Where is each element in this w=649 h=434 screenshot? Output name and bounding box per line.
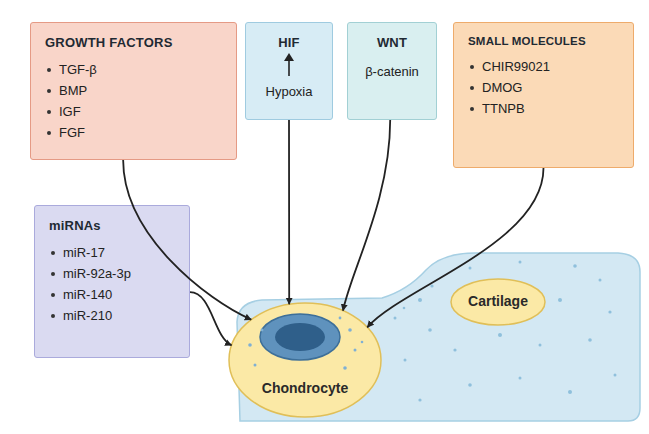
box-text: β-catenin xyxy=(348,64,436,79)
factor-box: WNT β-catenin xyxy=(347,22,437,120)
tissue-ellipse: Cartilage xyxy=(450,278,546,326)
bullet-item: IGF xyxy=(45,101,228,122)
bullet-item: FGF xyxy=(45,122,228,143)
item-text: TTNPB xyxy=(482,101,525,116)
bullet-item: miR-92a-3p xyxy=(49,263,181,284)
bullet-item: miR-210 xyxy=(49,305,181,326)
bullet-item: TTNPB xyxy=(468,98,625,119)
bullet-dot xyxy=(47,131,51,135)
box-title: SMALL MOLECULES xyxy=(468,35,625,47)
ellipse-shape xyxy=(229,303,381,417)
bullet-dot xyxy=(470,65,474,69)
box-text: Hypoxia xyxy=(246,84,332,99)
bullet-dot xyxy=(51,251,55,255)
node-label: Chondrocyte xyxy=(228,380,382,396)
bullet-item: CHIR99021 xyxy=(468,56,625,77)
bullet-item: TGF-β xyxy=(45,59,228,80)
box-title: WNT xyxy=(348,35,436,50)
nucleus xyxy=(260,314,340,360)
influence-arrow xyxy=(343,120,390,311)
ellipse-outline xyxy=(228,302,382,418)
factor-box: GROWTH FACTORS TGF-βBMP IGF FGF xyxy=(30,22,237,160)
bullet-item: miR-140 xyxy=(49,284,181,305)
bullet-dot xyxy=(51,293,55,297)
box-title: miRNAs xyxy=(49,218,181,233)
bullet-dot xyxy=(470,86,474,90)
bullet-dot xyxy=(47,89,51,93)
hypoxia-arrow xyxy=(284,53,294,76)
item-text: BMP xyxy=(59,83,87,98)
bullet-item: DMOG xyxy=(468,77,625,98)
bullet-dot xyxy=(47,68,51,72)
bullet-dot xyxy=(51,272,55,276)
bullet-dot xyxy=(51,314,55,318)
factor-box: SMALL MOLECULES CHIR99021DMOG TTNPB xyxy=(453,22,634,168)
item-text: TGF-β xyxy=(59,62,97,77)
bullet-dot xyxy=(47,110,51,114)
item-text: miR-210 xyxy=(63,308,112,323)
item-text: DMOG xyxy=(482,80,522,95)
box-title: HIF xyxy=(246,35,332,50)
cell-dots xyxy=(248,317,363,370)
bullet-item: BMP xyxy=(45,80,228,101)
node-label: Cartilage xyxy=(450,293,546,309)
influence-arrow xyxy=(190,292,232,345)
item-text: miR-92a-3p xyxy=(63,266,131,281)
item-text: miR-17 xyxy=(63,245,105,260)
box-title: GROWTH FACTORS xyxy=(45,35,228,50)
item-text: FGF xyxy=(59,125,85,140)
bullet-item: miR-17 xyxy=(49,242,181,263)
cell-ellipse: Chondrocyte xyxy=(228,302,382,418)
bullet-dot xyxy=(470,107,474,111)
item-text: CHIR99021 xyxy=(482,59,550,74)
matrix-dots xyxy=(394,261,617,402)
influence-arrow xyxy=(367,168,543,327)
influence-arrow xyxy=(123,160,251,320)
nucleus-core xyxy=(275,323,325,351)
item-text: IGF xyxy=(59,104,81,119)
ellipse-shape xyxy=(451,279,545,325)
factor-box: HIF Hypoxia xyxy=(245,22,333,120)
item-text: miR-140 xyxy=(63,287,112,302)
influence-arrow xyxy=(288,120,290,304)
factor-box: miRNAs miR-17 miR-92a-3p miR-140 miR-210 xyxy=(34,205,190,358)
